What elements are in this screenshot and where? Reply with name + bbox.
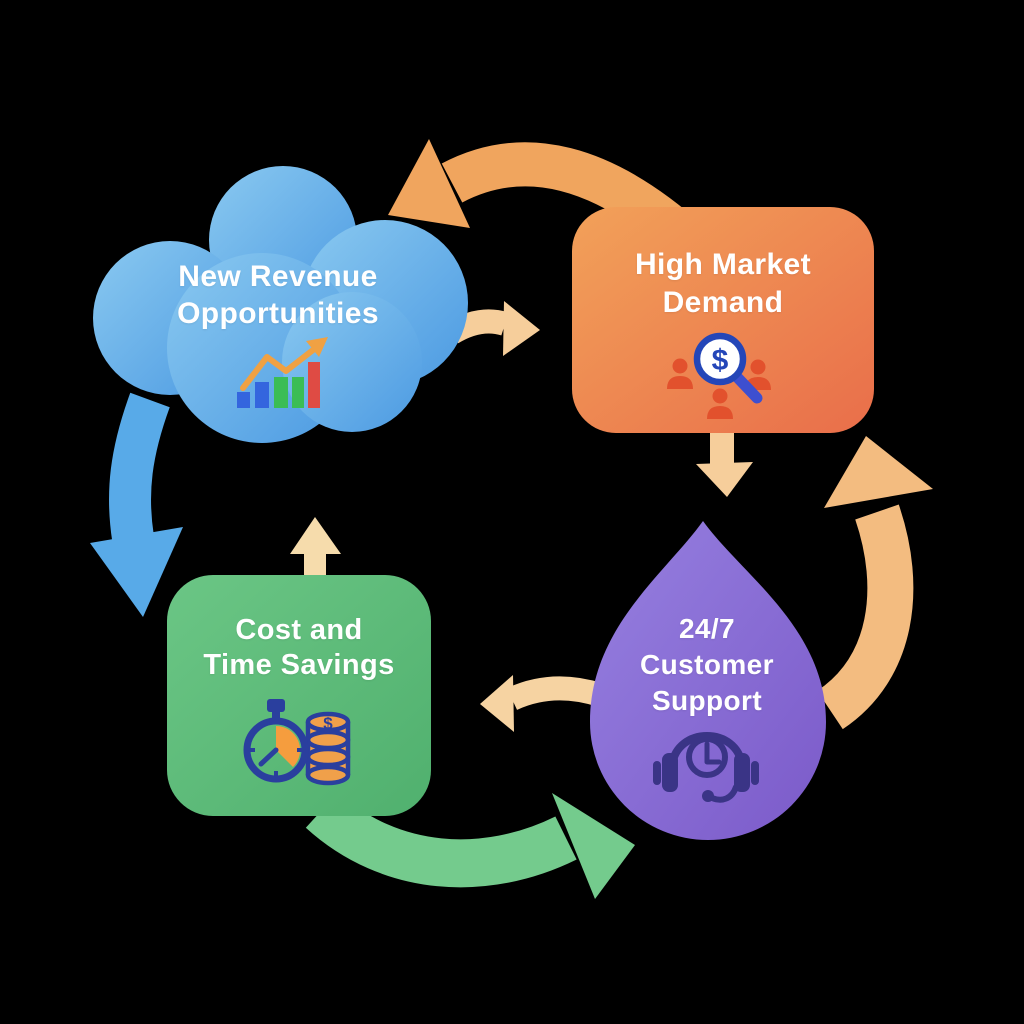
savings-to-support-arrowhead-icon — [552, 793, 635, 899]
coin — [305, 729, 351, 751]
revenue-down-arrowhead-icon — [90, 527, 183, 617]
support-to-market-arrow-body — [816, 504, 914, 730]
stopwatch-crown — [267, 699, 285, 712]
market-box-shape — [572, 207, 874, 433]
stopwatch-hand — [258, 747, 279, 767]
clock-hands — [704, 741, 722, 765]
mic-boom — [709, 784, 739, 803]
cloud-shape — [282, 292, 422, 432]
new-revenue-node — [93, 166, 468, 443]
headset-earcup — [653, 761, 661, 785]
coin-top — [305, 711, 351, 733]
stopwatch-crown — [272, 710, 280, 718]
person-icon — [672, 358, 688, 374]
support-to-savings-arrow — [480, 675, 604, 732]
stopwatch-wedge — [276, 725, 301, 767]
revenue-to-market-arrowhead-icon — [503, 301, 540, 356]
market-demand-search-icon: $ — [667, 332, 771, 419]
magnifier-lens-icon — [693, 332, 747, 386]
bar-chart-growth-icon — [237, 337, 328, 408]
chart-bar — [274, 377, 288, 408]
support-to-savings-arrow-body — [506, 676, 604, 711]
mic-icon — [702, 790, 714, 802]
coin-stack-icon: $ — [305, 711, 351, 786]
person-icon — [750, 359, 766, 375]
high-market-node — [572, 207, 874, 433]
coin — [305, 746, 351, 768]
cost-savings-node — [167, 575, 431, 816]
chart-bar — [255, 382, 269, 408]
market-to-revenue-arrowhead-icon — [388, 139, 470, 228]
person-icon — [707, 406, 733, 419]
chart-bar — [237, 392, 250, 408]
savings-up-arrowhead-icon — [290, 517, 341, 554]
market-to-support-arrowhead-icon — [696, 462, 753, 497]
coin — [305, 764, 351, 786]
teardrop-shape — [590, 521, 826, 840]
savings-up-arrow — [290, 517, 341, 582]
revenue-down-arrow-body — [109, 392, 170, 542]
savings-to-support-arrow — [305, 791, 635, 899]
dollar-glyph: $ — [712, 344, 729, 377]
revenue-down-arrow — [90, 392, 183, 617]
chart-bar — [308, 362, 320, 408]
chart-bar — [292, 377, 304, 408]
savings-to-support-arrow-body — [305, 791, 577, 888]
savings-box-shape — [167, 575, 431, 816]
stopwatch-rim — [243, 717, 309, 783]
headset-support-icon — [653, 732, 759, 803]
headset-earcup — [662, 753, 678, 792]
magnifier-handle — [731, 371, 763, 404]
person-icon — [667, 376, 693, 389]
trend-line — [240, 347, 316, 391]
customer-support-node — [590, 521, 826, 840]
clock-face-icon — [686, 736, 728, 778]
support-to-market-arrow — [816, 436, 933, 730]
trend-arrowhead-icon — [306, 337, 328, 357]
dollar-glyph: $ — [323, 714, 333, 733]
support-to-savings-arrowhead-icon — [480, 675, 514, 732]
person-icon — [712, 388, 728, 404]
stopwatch-icon — [243, 699, 309, 783]
headset-earcup — [734, 753, 750, 792]
support-to-market-arrowhead-icon — [824, 436, 933, 508]
headset-earcup — [751, 761, 759, 785]
stopwatch-coins-icon: $ — [243, 699, 351, 786]
